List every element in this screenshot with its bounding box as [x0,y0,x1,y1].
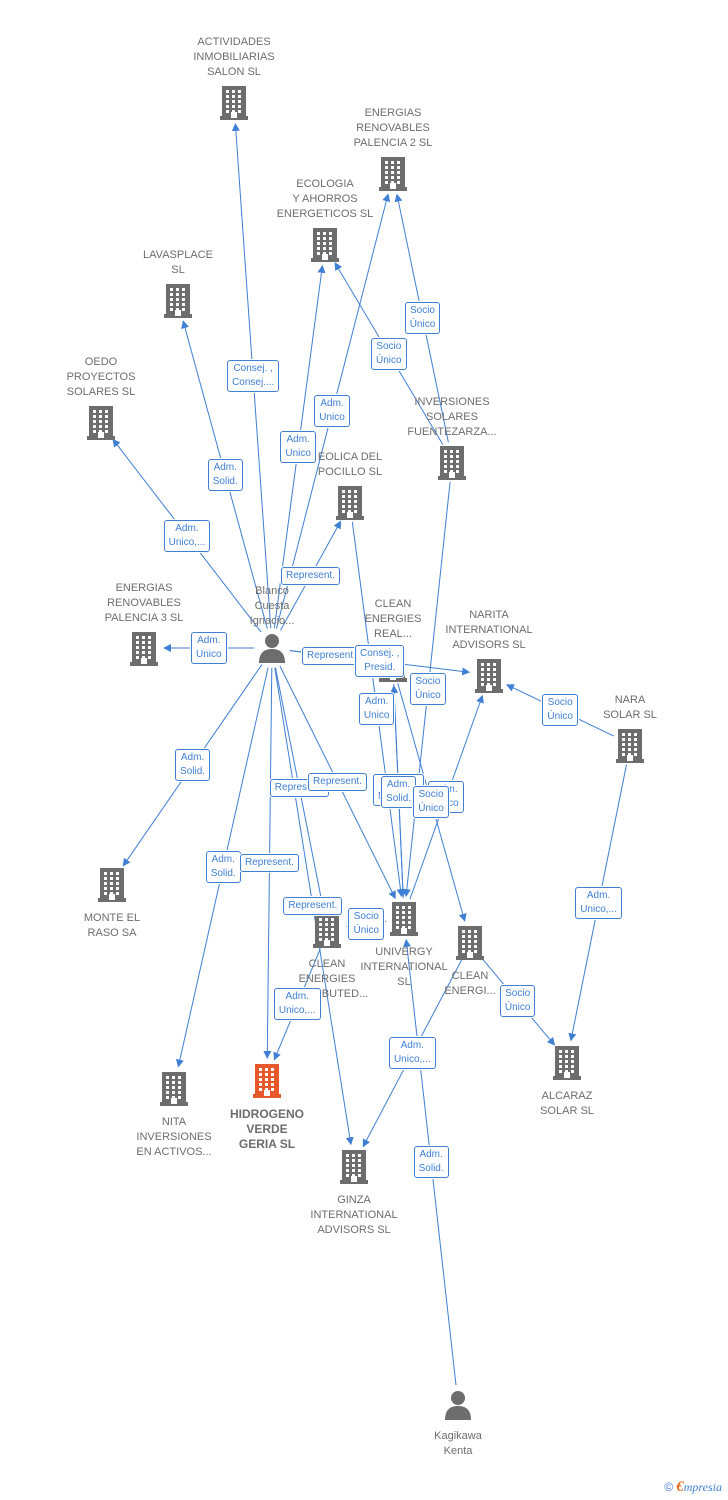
node-label: MONTE EL RASO SA [83,912,141,939]
person-icon [393,1390,523,1425]
edge-label[interactable]: Represent. [302,646,361,665]
edge-label[interactable]: Represent. [283,897,343,915]
company-node-univergy[interactable]: UNIVERGY INTERNATIONAL SL [339,900,469,990]
company-node-hidrogeno[interactable]: HIDROGENO VERDE GERIA SL [202,1062,332,1152]
building-icon [289,1148,419,1189]
node-label: CLEAN ENERGIES REAL... [364,598,422,640]
edge-label[interactable]: Consej. , Consej.... [227,359,280,392]
company-node-energias3[interactable]: ENERGIAS RENOVABLES PALENCIA 3 SL [79,581,209,671]
person-icon [207,633,337,668]
node-label: ACTIVIDADES INMOBILIARIAS SALON SL [193,36,275,78]
edge-label[interactable]: Represent. [308,773,367,792]
edge-label[interactable]: Adm. Unico [314,395,350,428]
edge-label[interactable]: Represent. [240,854,299,872]
node-label: UNIVERGY INTERNATIONAL SL [360,946,448,988]
edge-label[interactable]: Socio Único [410,673,446,705]
edge-label[interactable]: Socio Único [499,985,536,1018]
node-label: Kagikawa Kenta [434,1430,482,1457]
company-node-nita[interactable]: NITA INVERSIONES EN ACTIVOS... [109,1070,239,1160]
node-label: ALCARAZ SOLAR SL [540,1090,594,1117]
building-icon [502,1044,632,1085]
node-label: Blanco Cuesta Ignacio... [249,585,295,627]
node-label: OEDO PROYECTOS SOLARES SL [66,356,136,398]
node-label: HIDROGENO VERDE GERIA SL [229,1107,304,1151]
building-icon [260,226,390,267]
building-icon [109,1070,239,1111]
edge-label[interactable]: Adm. Unico,... [273,988,321,1021]
edge-label[interactable]: Adm. Unico,... [163,519,211,552]
building-icon [285,484,415,525]
building-icon [113,282,243,323]
company-node-nara[interactable]: NARA SOLAR SL [565,693,695,768]
company-node-lavasplace[interactable]: LAVASPLACE SL [113,248,243,323]
company-node-oedo[interactable]: OEDO PROYECTOS SOLARES SL [36,355,166,445]
building-icon [387,444,517,485]
node-label: ECOLOGIA Y AHORROS ENERGETICOS SL [276,178,374,220]
company-node-energias2[interactable]: ENERGIAS RENOVABLES PALENCIA 2 SL [328,106,458,196]
node-label: GINZA INTERNATIONAL ADVISORS SL [310,1194,398,1236]
edge-label[interactable]: Adm. Solid. [205,851,241,884]
node-label: NARITA INTERNATIONAL ADVISORS SL [445,609,533,651]
edge-label[interactable]: Adm. Solid. [207,458,243,491]
person-node-kagikawa[interactable]: Kagikawa Kenta [393,1390,523,1459]
copyright-symbol: © [664,1480,674,1494]
building-icon [36,404,166,445]
edge-label[interactable]: Socio Único [404,302,441,335]
node-label: NITA INVERSIONES EN ACTIVOS... [136,1116,212,1158]
brand-name: mpresia [683,1480,722,1494]
node-label: ENERGIAS RENOVABLES PALENCIA 2 SL [353,107,433,149]
person-node-blanco[interactable]: Blanco Cuesta Ignacio... [207,584,337,668]
edge-label[interactable]: Adm. Solid. [175,749,211,782]
building-icon [47,866,177,907]
node-label: INVERSIONES SOLARES FUENTEZARZA... [407,396,497,438]
edge-label[interactable]: Socio Único [413,786,449,819]
company-node-alcaraz[interactable]: ALCARAZ SOLAR SL [502,1044,632,1119]
edge-label[interactable]: Socio Único [348,907,385,940]
edge-label[interactable]: Adm. Solid. [413,1146,449,1179]
node-label: NARA SOLAR SL [603,694,657,721]
edge-label[interactable]: Represent. [281,566,340,585]
company-node-ecologia[interactable]: ECOLOGIA Y AHORROS ENERGETICOS SL [260,177,390,267]
company-node-eolica[interactable]: EOLICA DEL POCILLO SL [285,450,415,525]
company-node-monte[interactable]: MONTE EL RASO SA [47,866,177,941]
building-icon [79,630,209,671]
building-icon [328,155,458,196]
company-node-cleanenergi[interactable]: CLEAN ENERGI... [405,924,535,999]
edge-label[interactable]: Adm. Solid. [381,775,417,808]
edge-label[interactable]: Adm. Unico [358,693,395,725]
node-label: EOLICA DEL POCILLO SL [317,451,383,478]
building-icon [169,84,299,125]
company-node-ginza[interactable]: GINZA INTERNATIONAL ADVISORS SL [289,1148,419,1238]
company-node-narita[interactable]: NARITA INTERNATIONAL ADVISORS SL [424,608,554,698]
brand-initial: € [676,1479,684,1495]
edge-label[interactable]: Adm. Unico [280,430,316,463]
building-icon [262,912,392,953]
node-label: ENERGIAS RENOVABLES PALENCIA 3 SL [104,582,184,624]
edge-label[interactable]: Adm. Unico,... [388,1037,436,1070]
edge-label[interactable]: Socio Único [371,337,407,370]
company-node-actividades[interactable]: ACTIVIDADES INMOBILIARIAS SALON SL [169,35,299,125]
edge-label[interactable]: Consej. , Presid. [355,645,405,678]
edge-label[interactable]: Socio Único [542,694,578,727]
company-node-inversiones[interactable]: INVERSIONES SOLARES FUENTEZARZA... [387,395,517,485]
edge-label[interactable]: Adm. Unico,... [575,886,622,919]
building-icon [565,727,695,768]
edge-label[interactable]: Adm. Unico [191,632,227,664]
building-icon [405,924,535,965]
building-icon [339,900,469,941]
building-icon [424,657,554,698]
node-label: LAVASPLACE SL [143,249,213,276]
brand-footer: © €mpresia [664,1479,722,1496]
building-icon [202,1062,332,1103]
node-label: CLEAN ENERGI... [444,970,496,997]
